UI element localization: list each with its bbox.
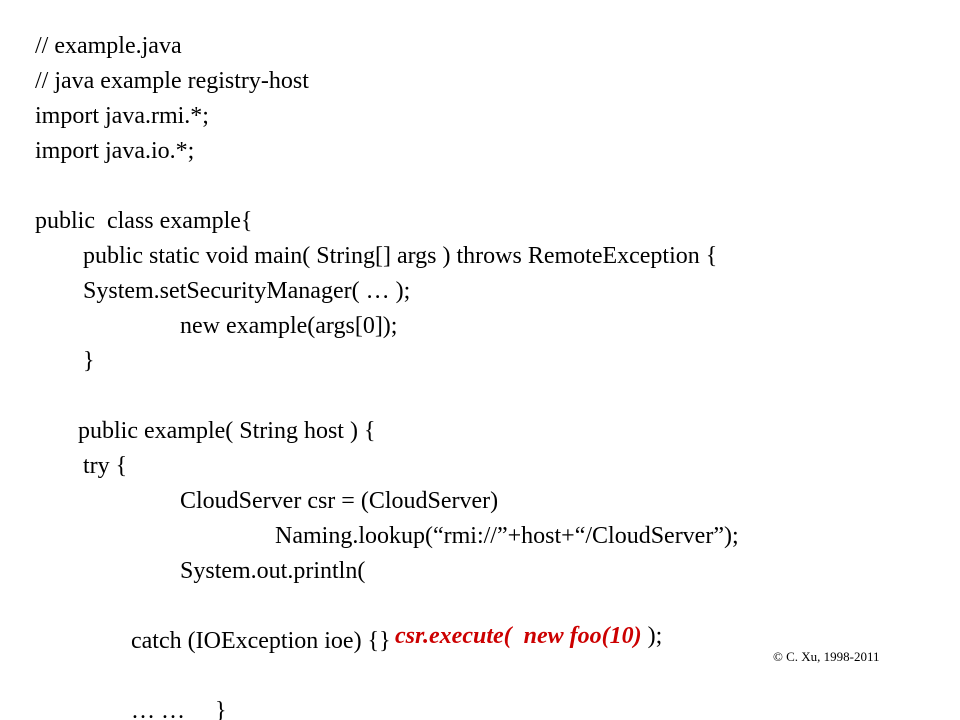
code-line-14: System.out.println( [180,558,366,584]
code-line-6: public static void main( String[] args )… [83,243,718,269]
code-line-3: import java.rmi.*; [35,103,209,129]
code-line-1: // example.java [35,33,182,59]
code-line-15-rest: ); [647,623,663,649]
copyright-notice: © C. Xu, 1998-2011 [773,649,880,664]
code-line-2: // java example registry-host [35,68,309,94]
code-line-7: System.setSecurityManager( … ); [83,278,411,304]
code-line-12: CloudServer csr = (CloudServer) [180,488,499,514]
code-line-13: Naming.lookup(“rmi://”+host+“/CloudServe… [275,523,739,549]
code-line-9: } [83,348,95,374]
code-line-16: catch (IOException ioe) {} [131,628,391,654]
code-line-11: try { [83,453,128,479]
code-line-17: … … } [131,698,227,720]
code-line-8: new example(args[0]); [180,313,398,339]
highlighted-call: csr.execute( new foo(10) [395,623,648,649]
code-line-4: import java.io.*; [35,138,195,164]
code-line-10: public example( String host ) { [78,418,376,444]
code-line-5: public class example{ [35,208,253,234]
code-line-15: csr.execute( new foo(10) ); [371,591,662,649]
